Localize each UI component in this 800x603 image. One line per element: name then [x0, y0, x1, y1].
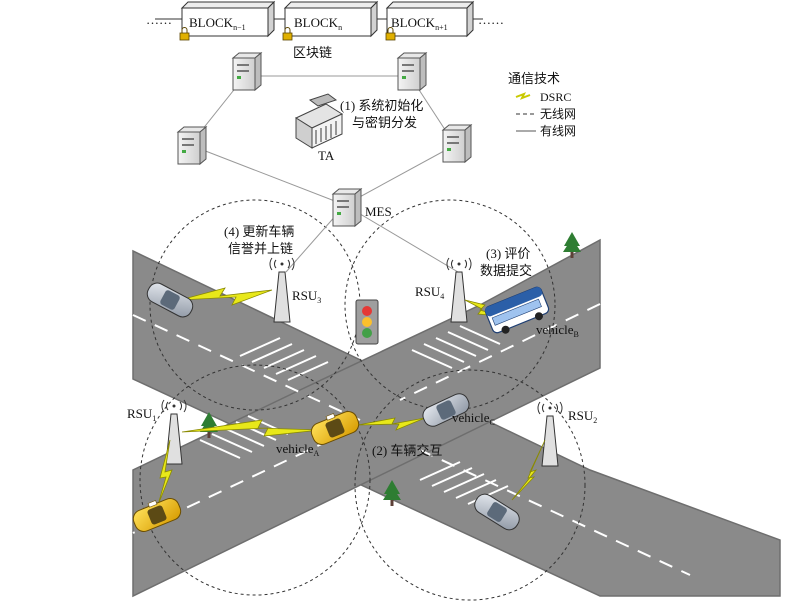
- step1-line2: 与密钥分发: [352, 115, 417, 130]
- rsu4-label: RSU4: [415, 284, 444, 301]
- dsrc-link-rsu3-car: [179, 287, 273, 306]
- vehicle-c-label: vehicleC: [452, 410, 495, 427]
- lock-icon: [385, 27, 396, 41]
- legend-item-wireless: 无线网: [540, 107, 576, 121]
- dsrc-links: [157, 287, 546, 506]
- rsu2-tower-icon: [537, 401, 563, 467]
- svg-text:BLOCKn−1: BLOCKn−1: [189, 15, 246, 32]
- roads: [132, 238, 781, 598]
- mes-server-icon: [331, 187, 363, 228]
- blockchain-label: 区块链: [293, 45, 332, 60]
- svg-text:BLOCKn: BLOCKn: [294, 15, 342, 32]
- coverage-rsu1: [139, 364, 371, 596]
- vehicle-b-bus-icon: [484, 286, 550, 334]
- rsu1-label: RSU1: [127, 406, 156, 423]
- tree-icon: [563, 232, 581, 258]
- step3-line2: 数据提交: [480, 263, 532, 278]
- coverage-rsu2: [354, 369, 586, 601]
- ta-building-icon: [294, 93, 344, 149]
- server-icon: [441, 123, 473, 164]
- block-sub: n−1: [233, 23, 246, 32]
- rsu4-tower-icon: [446, 257, 472, 323]
- server-icon: [231, 51, 263, 92]
- block-label: BLOCK: [294, 15, 339, 30]
- blockchain: …… BLOCKn−1 BLOCKn: [146, 0, 504, 60]
- rsu2-label: RSU2: [568, 408, 597, 425]
- vehicle-a-label: vehicleA: [276, 441, 320, 458]
- car-icon: [146, 282, 194, 318]
- server-icon: [176, 125, 208, 166]
- svg-text:BLOCKn+1: BLOCKn+1: [391, 15, 448, 32]
- block-sub: n: [338, 23, 342, 32]
- block-sub: n+1: [435, 23, 448, 32]
- legend-item-wired: 有线网: [540, 124, 576, 138]
- dsrc-legend-icon: [515, 92, 531, 100]
- traffic-light-icon: [355, 299, 379, 345]
- server-icon: [396, 51, 428, 92]
- taxi-icon: [132, 498, 182, 532]
- mes-label: MES: [365, 204, 392, 219]
- rsu3-tower-icon: [269, 257, 295, 323]
- vehicle-a-taxi-icon: [310, 411, 360, 445]
- step1-line1: (1) 系统初始化: [340, 98, 423, 113]
- chain-dots-right: ……: [478, 12, 504, 27]
- lock-icon: [179, 27, 190, 41]
- step3-line1: (3) 评价: [486, 246, 530, 261]
- block-label: BLOCK: [391, 15, 436, 30]
- block-n-plus-1: BLOCKn+1: [385, 0, 475, 41]
- step4-line2: 信誉并上链: [228, 241, 293, 256]
- legend-item-dsrc: DSRC: [540, 90, 571, 104]
- vehicle-c-car-icon: [422, 393, 470, 427]
- tree-icon: [383, 480, 401, 506]
- step2-label: (2) 车辆交互: [372, 443, 442, 458]
- car-icon: [474, 493, 520, 531]
- vehicle-b-label: vehicleB: [536, 322, 579, 339]
- legend-title: 通信技术: [508, 71, 560, 86]
- lock-icon: [282, 27, 293, 41]
- legend: 通信技术 DSRC 无线网 有线网: [508, 71, 576, 138]
- block-n: BLOCKn: [282, 0, 379, 41]
- block-label: BLOCK: [189, 15, 234, 30]
- ta-label: TA: [318, 148, 335, 163]
- step4-line1: (4) 更新车辆: [224, 224, 294, 239]
- block-n-minus-1: BLOCKn−1: [179, 0, 276, 41]
- dsrc-link-rsu2-car: [511, 439, 546, 501]
- rsu3-label: RSU3: [292, 288, 321, 305]
